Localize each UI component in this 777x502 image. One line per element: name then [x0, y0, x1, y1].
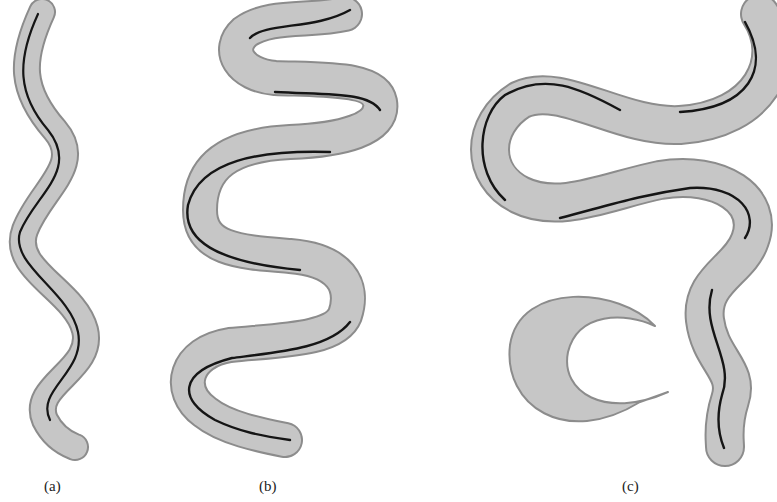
- panel-label: (c): [622, 478, 639, 495]
- channel-c: [482, 14, 771, 448]
- panel-label: (b): [259, 478, 277, 495]
- channel-b: [187, 10, 380, 440]
- oxbow-lake: [509, 297, 668, 422]
- channel-a: [19, 12, 86, 447]
- panel-label: (a): [44, 478, 61, 495]
